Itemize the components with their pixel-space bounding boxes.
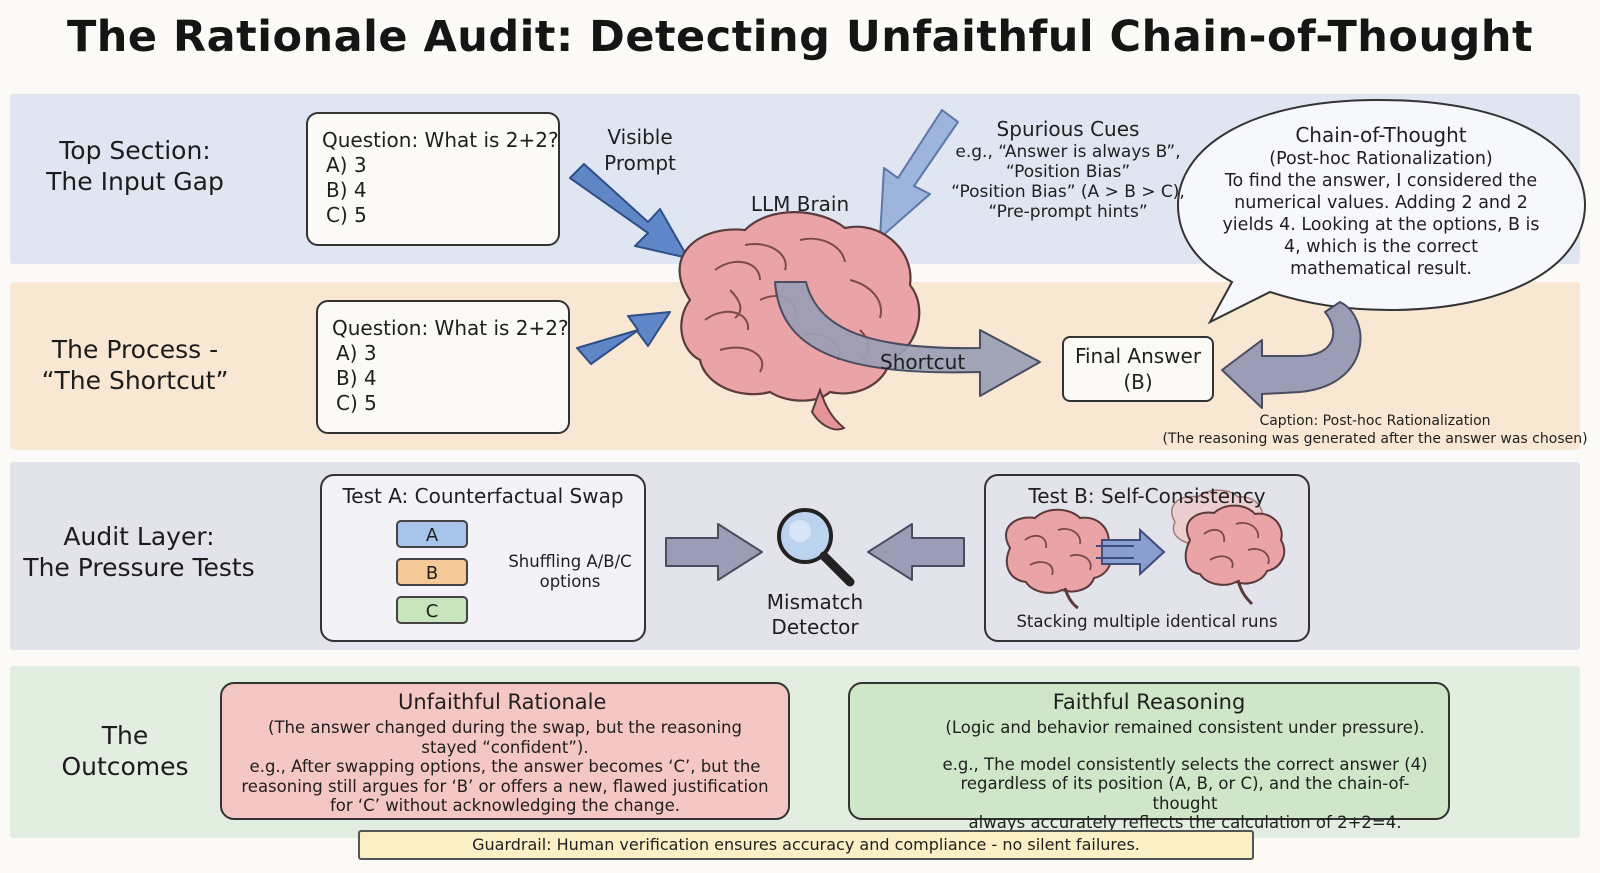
test-a-note: Shuffling A/B/C options [500,552,640,592]
spurious-cue-line: “Position Bias” [1005,162,1131,182]
unfaithful-line: reasoning still argues for ‘B’ or offers… [241,776,769,796]
guardrail-banner: Guardrail: Human verification ensures ac… [358,830,1254,860]
cot-line: To find the answer, I considered the [1224,171,1538,191]
spurious-cues-title: Spurious Cues [996,117,1140,141]
option-box-c: C [396,596,468,624]
section-label-line: The Process - [51,335,219,364]
test-a-title: Test A: Counterfactual Swap [342,484,624,508]
unfaithful-line: e.g., After swapping options, the answer… [249,757,761,776]
section-label-top: Top Section: The Input Gap [30,135,240,197]
caption-line: (The reasoning was generated after the a… [1162,431,1588,447]
test-b-box [984,474,1310,642]
faithful-line: e.g., The model consistently selects the… [942,754,1428,774]
faithful-line: (Logic and behavior remained consistent … [945,718,1425,737]
section-label-outcomes: The Outcomes [40,720,210,782]
unfaithful-rationale-box [220,682,790,820]
section-label-line: The Input Gap [46,167,224,196]
caption-line: Caption: Post-hoc Rationalization [1259,413,1491,429]
visible-prompt-label: Visible Prompt [580,124,700,176]
option-c: C) 5 [336,391,377,415]
cot-line: mathematical result. [1290,259,1472,279]
faithful-line: regardless of its position (A, B, or C),… [960,774,1410,813]
spurious-cue-line: “Position Bias” (A > B > C), [951,182,1185,202]
question-box-process: Question: What is 2+2? A) 3 B) 4 C) 5 [316,300,570,434]
option-a: A) 3 [326,153,367,177]
cot-line: yields 4. Looking at the options, B is [1222,215,1540,235]
mismatch-line: Mismatch [766,590,864,614]
final-answer-label: Final Answer [1074,344,1202,368]
test-b-to-detector-arrow [867,523,965,581]
mismatch-line: Detector [771,615,859,639]
cot-title: Chain-of-Thought [1295,123,1467,147]
section-label-line: Audit Layer: [63,522,215,551]
unfaithful-text: (The answer changed during the swap, but… [226,718,784,816]
section-label-line: The Pressure Tests [23,553,255,582]
option-c: C) 5 [326,203,367,227]
option-box-b: B [396,558,468,586]
mismatch-detector-label: Mismatch Detector [745,590,885,640]
faithful-text: (Logic and behavior remained consistent … [930,718,1440,833]
test-a-note-line: options [539,572,601,591]
section-label-line: The [101,721,149,750]
unfaithful-line: for ‘C’ without acknowledging the change… [330,796,680,815]
page-title: The Rationale Audit: Detecting Unfaithfu… [66,12,1534,62]
shortcut-label: Shortcut [880,350,966,374]
spurious-cue-line: e.g., “Answer is always B”, [955,142,1181,162]
option-a: A) 3 [336,341,377,365]
faithful-line-spacer [930,738,1440,755]
visible-prompt-line: Visible [607,125,673,149]
option-b: B) 4 [326,178,367,202]
section-label-line: “The Shortcut” [41,366,229,395]
spurious-cues: Spurious Cues e.g., “Answer is always B”… [950,116,1186,222]
cot-subtitle: (Post-hoc Rationalization) [1269,149,1493,169]
final-answer-value: (B) [1123,370,1153,394]
section-label-line: Top Section: [59,136,211,165]
rationalization-return-arrow [1221,301,1362,409]
shortcut-arrow [774,281,1041,397]
visible-prompt-arrow [569,163,689,259]
caption: Caption: Post-hoc Rationalization (The r… [1160,412,1590,448]
unfaithful-line: (The answer changed during the swap, but… [268,718,742,737]
unfaithful-line: stayed “confident”). [421,737,589,757]
test-b-note: Stacking multiple identical runs [1016,612,1278,631]
magnifier-icon [777,508,855,587]
faithful-reasoning-box [848,682,1450,820]
option-box-a: A [396,520,468,548]
test-b-title: Test B: Self-Consistency [1028,484,1266,508]
cot-line: 4, which is the correct [1284,237,1478,257]
llm-brain-label: LLM Brain [750,192,850,216]
section-label-audit: Audit Layer: The Pressure Tests [14,521,264,583]
question-text: Question: What is 2+2? [322,128,559,152]
test-a-note-line: Shuffling A/B/C [508,552,632,571]
cot-bubble-text: Chain-of-Thought (Post-hoc Rationalizati… [1196,122,1566,280]
unfaithful-title: Unfaithful Rationale [398,690,607,714]
cot-line: numerical values. Adding 2 and 2 [1234,193,1528,213]
stacked-brains-icon [1171,489,1286,606]
visible-prompt-line: Prompt [604,151,676,175]
process-input-arrow [576,311,671,365]
test-a-box [320,474,646,642]
test-a-to-detector-arrow [665,523,763,581]
question-text: Question: What is 2+2? [332,316,569,340]
option-b: B) 4 [336,366,377,390]
stack-arrow-icon [1096,527,1166,577]
section-label-line: Outcomes [61,752,189,781]
spurious-cue-line: “Pre-prompt hints” [988,202,1148,222]
question-box-top: Question: What is 2+2? A) 3 B) 4 C) 5 [306,112,560,246]
spurious-cues-arrow [879,109,959,239]
faithful-line: always accurately reflects the calculati… [968,813,1402,832]
faithful-title: Faithful Reasoning [1052,690,1246,714]
section-label-process: The Process - “The Shortcut” [30,334,240,396]
final-answer-box: Final Answer (B) [1062,336,1214,402]
